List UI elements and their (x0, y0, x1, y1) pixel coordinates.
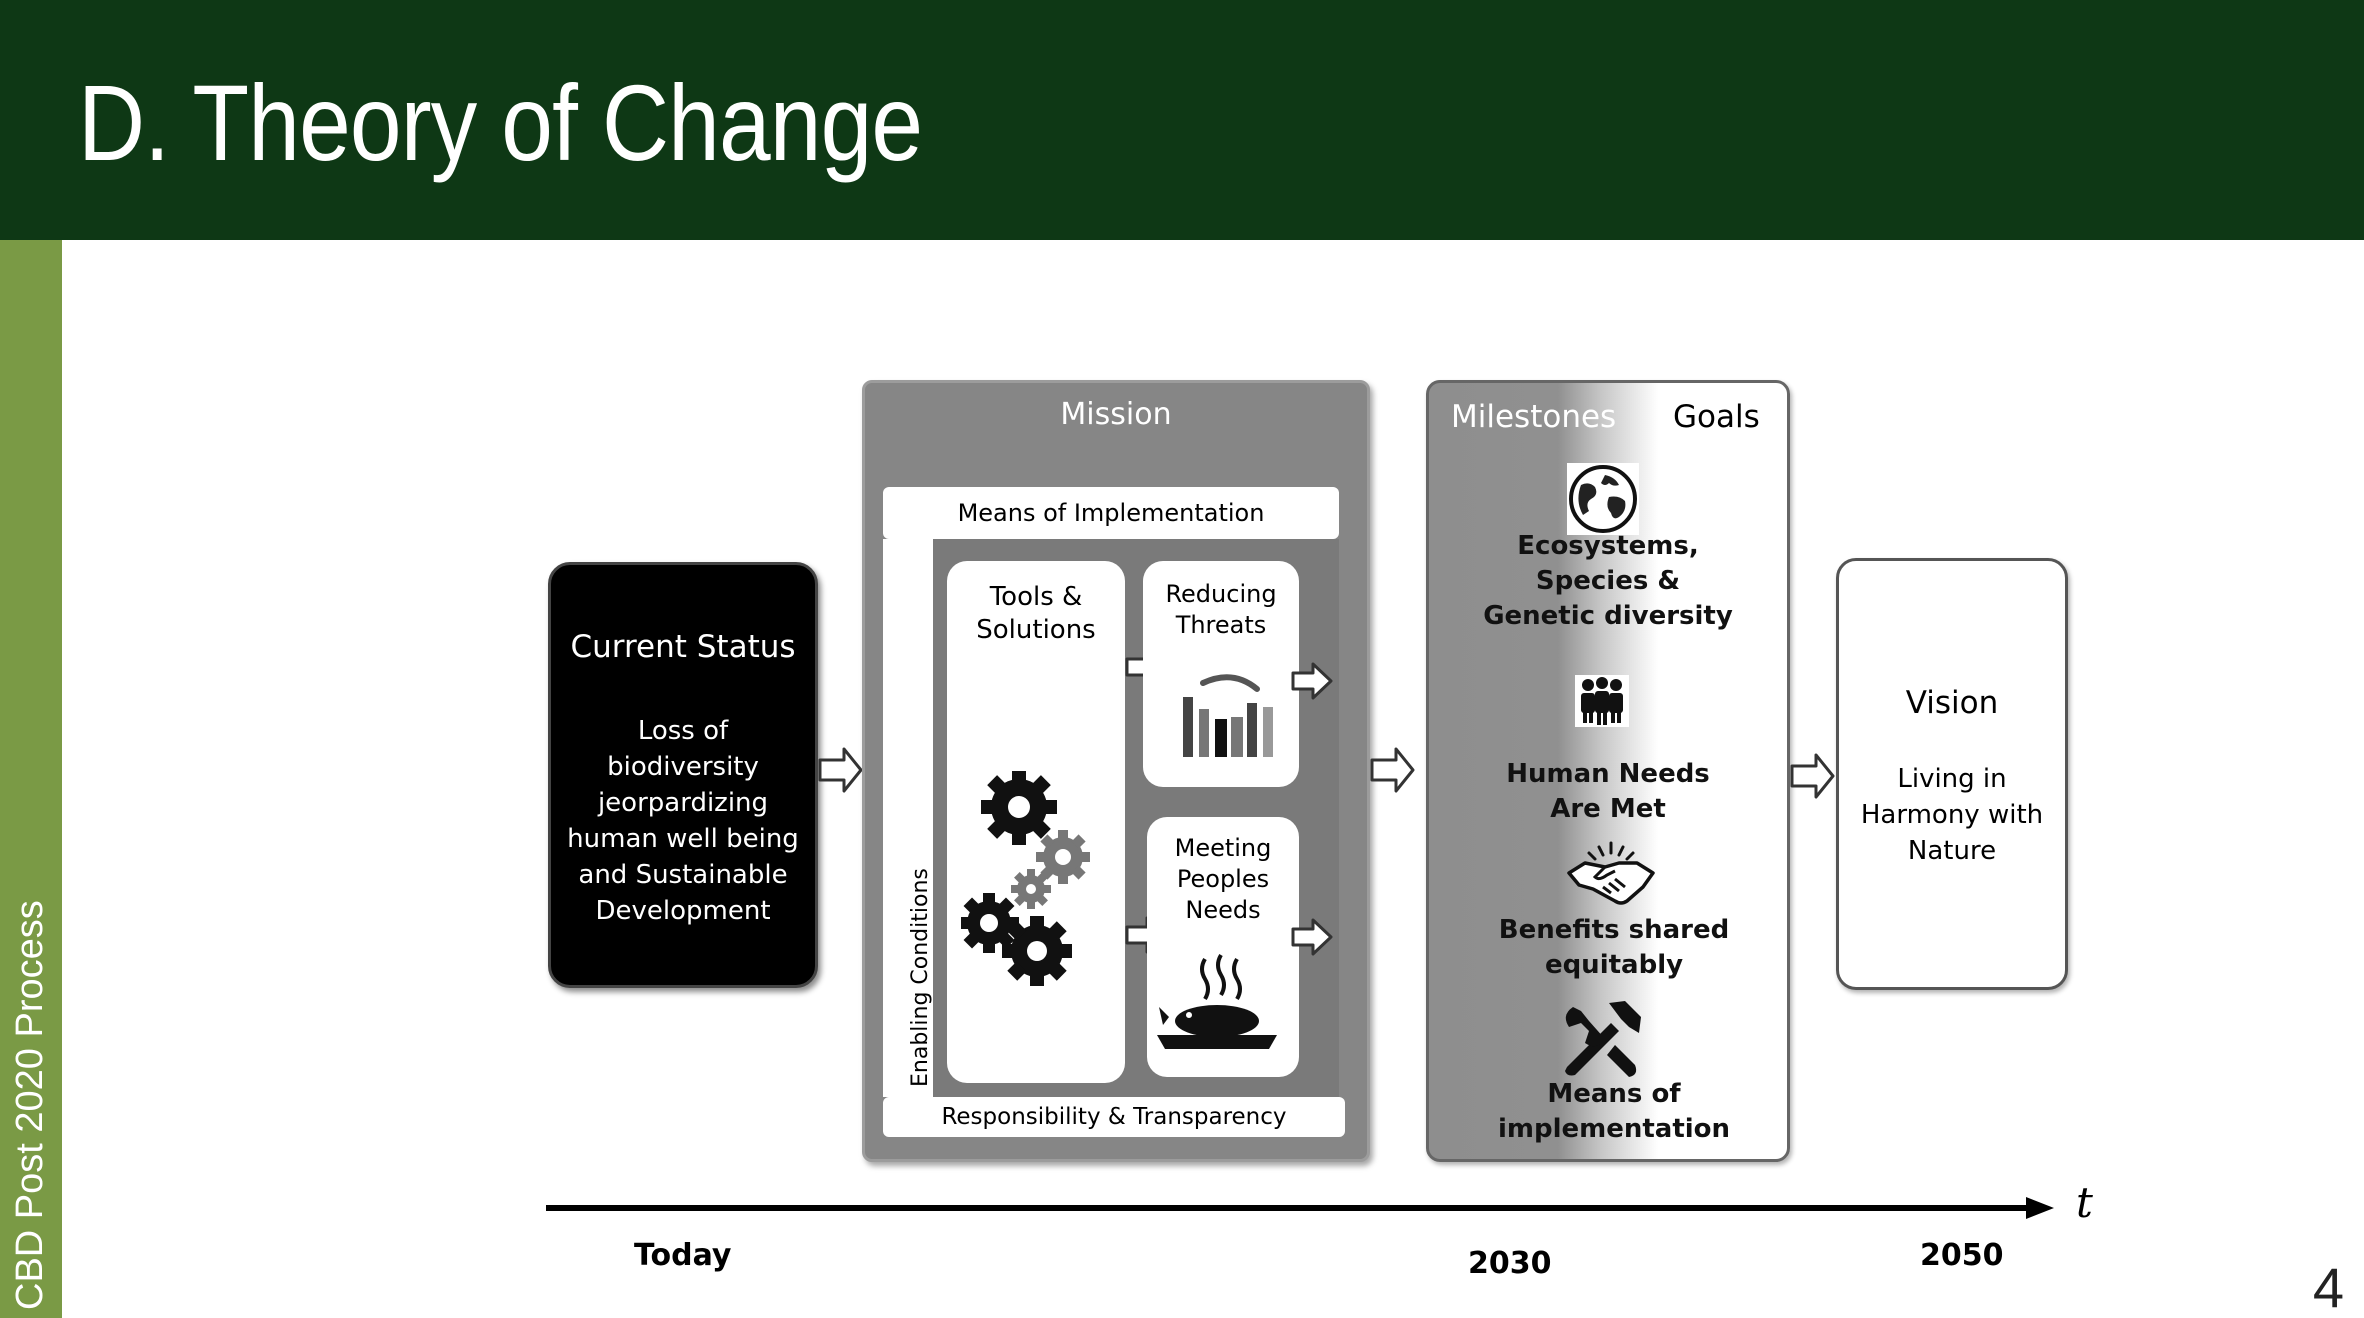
milestone-line: Means of (1547, 1079, 1681, 1109)
current-status-line: Development (595, 896, 771, 926)
current-status-line: and Sustainable (578, 860, 788, 890)
meeting-label-line: Meeting (1174, 834, 1272, 862)
sidebar-label: CBD Post 2020 Process (9, 900, 51, 1310)
goals-label: Goals (1673, 399, 1760, 435)
globe-icon (1567, 463, 1639, 535)
milestone-line: Ecosystems, (1517, 531, 1699, 561)
meeting-label-line: Needs (1185, 896, 1261, 924)
reducing-label-line: Threats (1175, 611, 1267, 639)
current-status-text: Loss of biodiversity jeorpardizing human… (561, 713, 805, 929)
vision-line: Harmony with (1860, 800, 2044, 830)
slide-sidebar: CBD Post 2020 Process (0, 240, 62, 1318)
timeline-axis (546, 1197, 2054, 1219)
tools-solutions-label: Tools & Solutions (947, 581, 1125, 647)
milestones-goals-box: Milestones Goals Ecosystems, Species & G… (1426, 380, 1790, 1162)
enabling-conditions-band: Enabling Conditions (883, 539, 933, 1097)
handshake-icon (1567, 841, 1655, 905)
milestone-benefits: Benefits shared equitably (1429, 913, 1787, 983)
mission-title: Mission (1060, 397, 1172, 432)
slide-title: D. Theory of Change (78, 62, 923, 183)
enabling-conditions-label: Enabling Conditions (908, 868, 933, 1087)
milestone-line: Genetic diversity (1483, 601, 1733, 631)
milestone-line: equitably (1544, 950, 1684, 980)
vision-box: Vision Living in Harmony with Nature (1836, 558, 2068, 990)
arrow-right-icon (1790, 753, 1835, 799)
milestone-line: Benefits shared (1498, 915, 1730, 945)
gears-icon (961, 771, 1090, 986)
timeline-2050: 2050 (1920, 1238, 2004, 1273)
mission-box: Mission Means of Implementation Enabling… (862, 380, 1370, 1162)
meeting-peoples-needs-box: Meeting Peoples Needs (1147, 817, 1299, 1077)
meeting-needs-label: Meeting Peoples Needs (1147, 833, 1299, 926)
milestone-means: Means of implementation (1429, 1077, 1787, 1147)
milestone-ecosystems: Ecosystems, Species & Genetic diversity (1429, 529, 1787, 634)
milestone-line: implementation (1497, 1114, 1731, 1144)
current-status-line: human well being (567, 824, 799, 854)
milestone-line: Human Needs (1506, 759, 1710, 789)
milestones-label: Milestones (1451, 399, 1617, 435)
current-status-line: jeorpardizing (597, 788, 769, 818)
current-status-title: Current Status (570, 629, 796, 665)
reducing-label-line: Reducing (1165, 580, 1277, 608)
timeline-today: Today (634, 1238, 732, 1273)
meeting-label-line: Peoples (1176, 865, 1270, 893)
tools-solutions-box: Tools & Solutions (947, 561, 1125, 1083)
page-number: 4 (2312, 1256, 2344, 1318)
slide-header: D. Theory of Change (0, 0, 2364, 240)
tools-label-line: Solutions (976, 615, 1096, 645)
vision-title: Vision (1905, 685, 1999, 721)
milestone-human-needs: Human Needs Are Met (1429, 757, 1787, 827)
tools-icon (1565, 1001, 1641, 1077)
vision-line: Living in (1897, 764, 2007, 794)
reducing-threats-label: Reducing Threats (1143, 579, 1299, 641)
vision-text: Living in Harmony with Nature (1839, 761, 2065, 869)
people-icon (1575, 675, 1629, 727)
tools-label-line: Tools & (989, 582, 1083, 612)
mission-inner-panel: Tools & Solutions (933, 539, 1339, 1097)
current-status-box: Current Status Loss of biodiversity jeor… (548, 562, 818, 988)
vision-line: Nature (1907, 836, 1997, 866)
milestone-line: Species & (1535, 566, 1681, 596)
time-axis-symbol: t (2076, 1178, 2093, 1227)
declining-chart-icon (1183, 674, 1273, 757)
arrow-right-icon (1291, 918, 1333, 956)
arrow-right-icon (1370, 747, 1415, 793)
timeline-2030: 2030 (1468, 1246, 1552, 1281)
means-of-implementation-band: Means of Implementation (883, 487, 1339, 539)
responsibility-transparency-band: Responsibility & Transparency (883, 1097, 1345, 1137)
current-status-line: Loss of (637, 716, 729, 746)
current-status-line: biodiversity (607, 752, 759, 782)
reducing-threats-box: Reducing Threats (1143, 561, 1299, 787)
food-plate-icon (1157, 953, 1277, 1049)
arrow-right-icon (818, 747, 863, 793)
milestone-line: Are Met (1550, 794, 1666, 824)
arrow-right-icon (1291, 662, 1333, 700)
